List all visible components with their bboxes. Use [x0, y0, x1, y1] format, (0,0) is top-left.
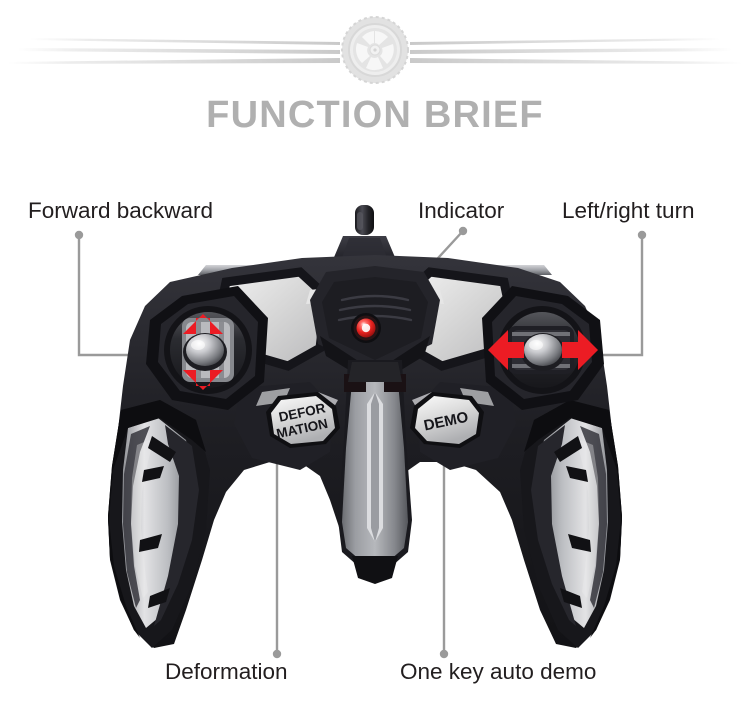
antenna	[332, 205, 397, 262]
center-lower-detail	[344, 362, 406, 392]
page-title: FUNCTION BRIEF	[206, 94, 544, 136]
grip-left	[108, 400, 210, 648]
tire-wheel-icon	[341, 16, 409, 84]
leader-dot-indicator	[458, 226, 468, 236]
leader-dots	[74, 226, 647, 659]
center-strip	[338, 360, 412, 584]
callout-label-left-right-turn: Left/right turn	[562, 198, 695, 223]
left-arrow-icon	[488, 330, 524, 370]
grip-right	[520, 400, 622, 648]
callout-label-one-key-auto-demo: One key auto demo	[400, 659, 597, 684]
leader-dot-left-right-turn	[637, 230, 647, 240]
left-joystick[interactable]	[146, 286, 268, 410]
leader-dot-forward-backward	[74, 230, 84, 240]
right-arrow-icon	[562, 330, 598, 370]
led-indicator	[351, 313, 381, 343]
right-joystick[interactable]	[482, 286, 604, 410]
ornament-lines-right	[410, 38, 742, 64]
demo-button[interactable]: DEMO	[410, 392, 484, 448]
leader-dot-demo	[439, 649, 449, 659]
callout-label-deformation: Deformation	[165, 659, 288, 684]
callout-label-indicator: Indicator	[418, 198, 505, 223]
down-arrow-icon	[183, 370, 223, 390]
callout-label-forward-backward: Forward backward	[28, 198, 214, 223]
ornament-lines-left	[8, 38, 340, 64]
leader-dot-deformation	[272, 649, 282, 659]
up-arrow-icon	[183, 314, 223, 334]
header-ornament	[0, 14, 750, 86]
deformation-button[interactable]: DEFOR MATION	[266, 392, 340, 448]
